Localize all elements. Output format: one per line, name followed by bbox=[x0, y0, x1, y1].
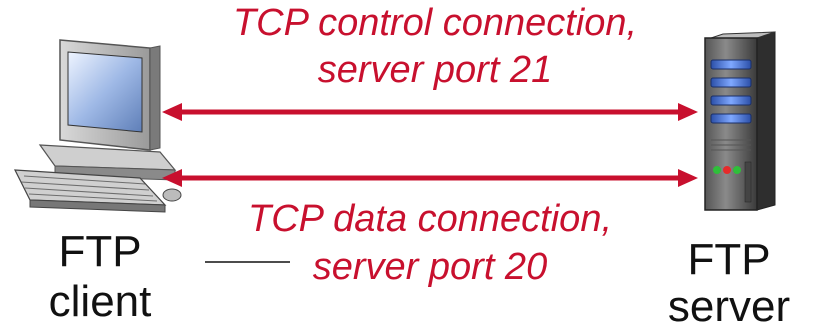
status-light-green bbox=[713, 166, 721, 174]
data-connection-label-line1: TCP data connection, bbox=[247, 198, 613, 240]
control-connection-arrow bbox=[162, 103, 698, 121]
client-label-line2: client bbox=[48, 277, 152, 326]
status-light-red bbox=[723, 166, 731, 174]
desktop-computer-icon bbox=[13, 39, 182, 213]
control-connection-label-line2: server port 21 bbox=[317, 49, 553, 91]
tower-server-icon bbox=[704, 31, 776, 211]
data-connection-label-line2: server port 20 bbox=[312, 246, 548, 288]
server-label-line2: server bbox=[667, 282, 791, 327]
control-connection-label-line1: TCP control connection, bbox=[232, 2, 638, 44]
server-label-line1: FTP bbox=[687, 235, 771, 284]
status-light-green-2 bbox=[733, 166, 741, 174]
client-label-line1: FTP bbox=[58, 227, 142, 276]
data-connection-arrow bbox=[162, 169, 698, 187]
